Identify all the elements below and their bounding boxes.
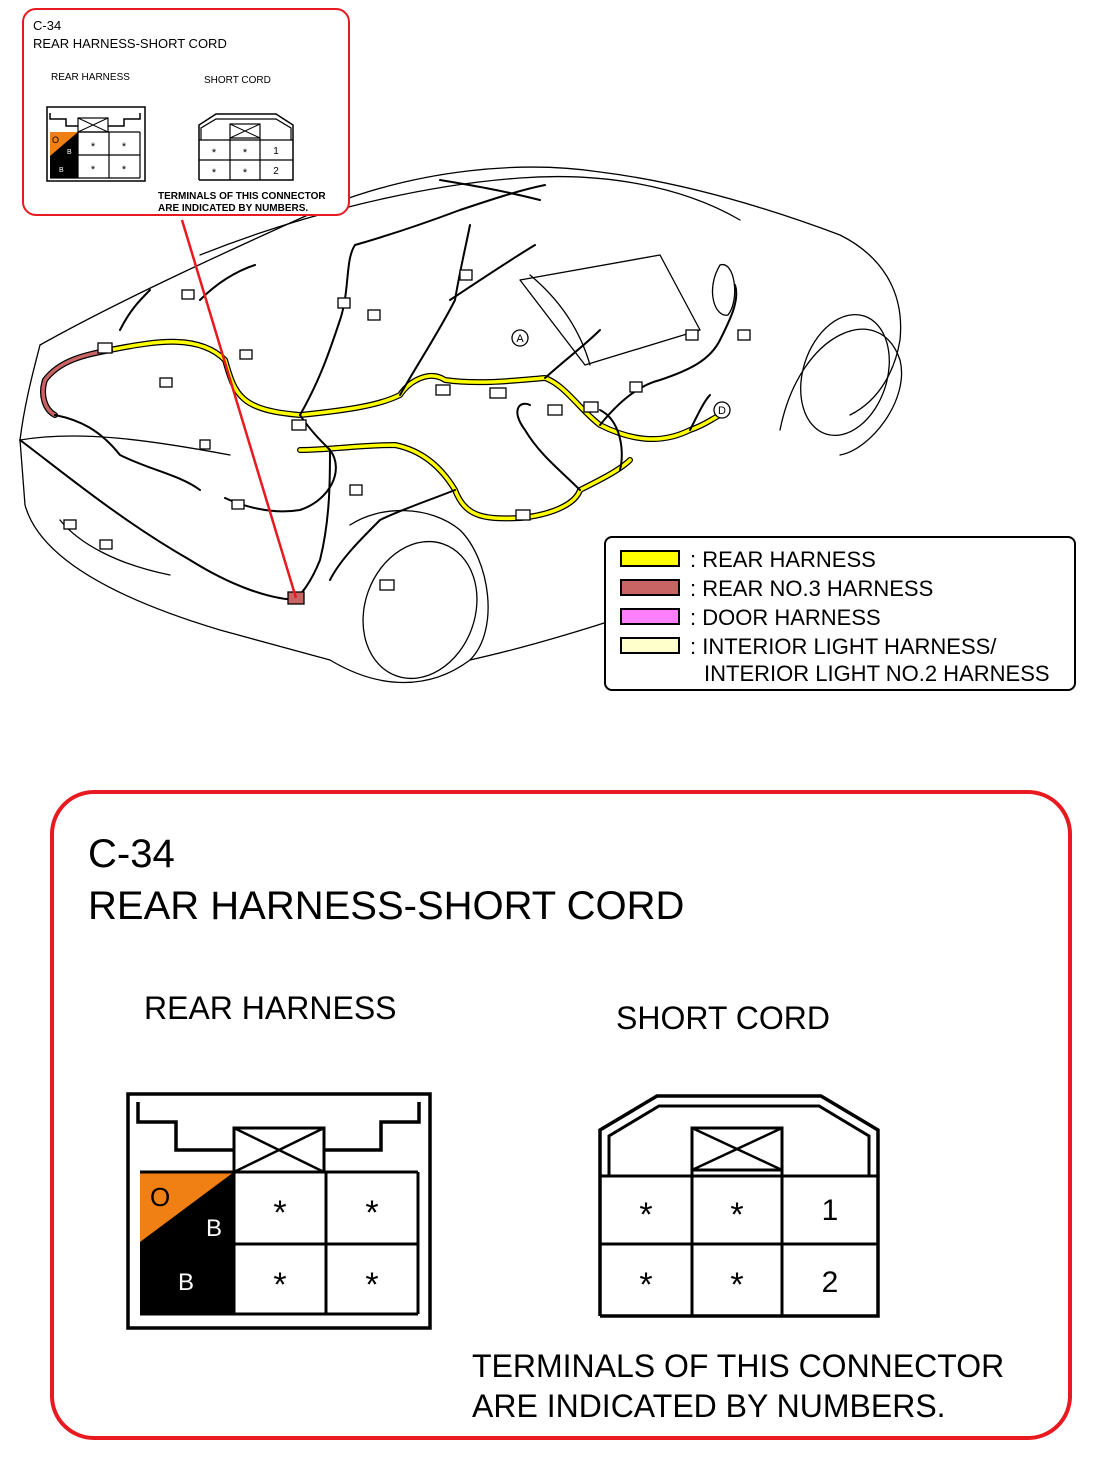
small-cell-1: * (91, 141, 96, 153)
legend-swatch-rear-no3-harness (620, 579, 680, 596)
rear-harness-connector: O B B * * * * (126, 1092, 432, 1330)
front-wheel-arch (779, 328, 903, 456)
car-body-outline (39, 166, 902, 416)
legend-label-door-harness: : DOOR HARNESS (690, 605, 881, 630)
terminal-note-line1: TERMINALS OF THIS CONNECTOR (472, 1348, 1005, 1384)
small-wire-b2: B (59, 167, 64, 174)
rh-cell-1: * (273, 1194, 286, 1232)
callout-small-note-line1: TERMINALS OF THIS CONNECTOR (158, 191, 326, 202)
marker-a: A (511, 329, 529, 347)
callout-small-name: REAR HARNESS-SHORT CORD (33, 36, 227, 51)
sc-r2c1: * (639, 1266, 652, 1304)
short-cord-connector: * * 1 * * 2 (598, 1094, 880, 1318)
connector-name: REAR HARNESS-SHORT CORD (88, 884, 685, 928)
callout-small-rear-harness-connector: O B B * * * * (46, 106, 146, 182)
sc-terminal-1: 1 (822, 1194, 839, 1227)
small-sc-r2c1: * (212, 167, 217, 179)
marker-d-label: D (718, 405, 726, 417)
small-cell-2: * (122, 141, 127, 153)
connector-callout-large: C-34 REAR HARNESS-SHORT CORD REAR HARNES… (50, 790, 1072, 1440)
legend-swatch-rear-harness (620, 550, 680, 567)
connector-code: C-34 (88, 832, 175, 876)
callout-small-right-label: SHORT CORD (204, 75, 271, 86)
small-sc-r2c3: 2 (273, 166, 279, 177)
sc-r1c1: * (639, 1196, 652, 1234)
callout-small-short-cord-connector: * * 1 * * 2 (198, 113, 294, 181)
wire-color-b-bottom: B (178, 1269, 194, 1296)
sc-terminal-2: 2 (822, 1266, 839, 1299)
wire-color-b-top: B (206, 1215, 222, 1242)
small-sc-r1c3: 1 (273, 146, 279, 157)
legend-swatch-interior-light-harness (620, 637, 680, 654)
small-cell-4: * (122, 164, 127, 176)
rh-cell-3: * (273, 1266, 286, 1304)
small-sc-r1c1: * (212, 147, 217, 159)
callout-leader-line (180, 219, 298, 599)
car-roof-line (199, 175, 741, 256)
terminal-note-line2: ARE INDICATED BY NUMBERS. (472, 1388, 946, 1424)
callout-small-code: C-34 (33, 18, 62, 33)
legend-swatch-door-harness (620, 608, 680, 625)
small-sc-r2c2: * (243, 167, 248, 179)
sc-r2c2: * (730, 1266, 743, 1304)
rear-harness-label: REAR HARNESS (144, 990, 397, 1026)
sc-r1c2: * (730, 1196, 743, 1234)
callout-small-note-line2: ARE INDICATED BY NUMBERS. (158, 203, 309, 214)
small-wire-o: O (52, 135, 59, 145)
rear-wheel (362, 540, 478, 680)
front-wheel (800, 313, 890, 437)
legend-label-rear-no3-harness: : REAR NO.3 HARNESS (690, 576, 934, 601)
legend-label-rear-harness: : REAR HARNESS (690, 547, 876, 572)
marker-d: D (713, 401, 731, 419)
rh-cell-2: * (365, 1194, 378, 1232)
wire-color-o: O (150, 1182, 170, 1212)
connector-callout-small: C-34 REAR HARNESS-SHORT CORD REAR HARNES… (22, 8, 350, 216)
harness-legend: : REAR HARNESS : REAR NO.3 HARNESS : DOO… (604, 536, 1076, 691)
small-cell-3: * (91, 164, 96, 176)
small-sc-r1c2: * (243, 147, 248, 159)
short-cord-label: SHORT CORD (616, 1000, 830, 1036)
orange-wire-half (140, 1172, 234, 1242)
marker-a-label: A (516, 333, 524, 345)
legend-label-interior-light-harness: : INTERIOR LIGHT HARNESS/ (690, 634, 997, 659)
callout-small-left-label: REAR HARNESS (51, 72, 130, 83)
rh-cell-4: * (365, 1266, 378, 1304)
legend-label-interior-light-no2: INTERIOR LIGHT NO.2 HARNESS (704, 661, 1050, 686)
vehicle-wiring-illustration: A D (19, 166, 903, 684)
small-wire-b1: B (67, 149, 72, 156)
